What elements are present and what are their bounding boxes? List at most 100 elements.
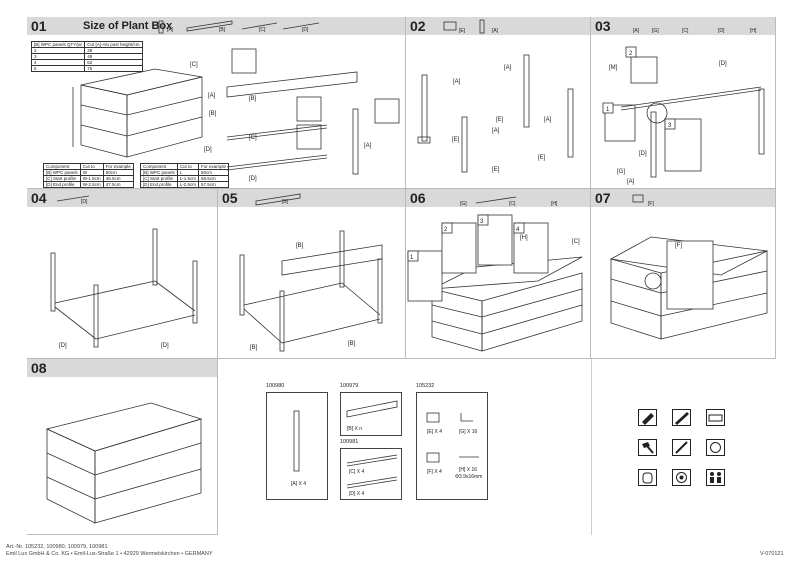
part-code: 100979 — [340, 383, 359, 389]
svg-text:[B]: [B] — [296, 243, 304, 249]
goggles-icon — [672, 469, 691, 486]
svg-text:[B]: [B] — [209, 111, 217, 117]
step-number: 04 — [31, 190, 47, 206]
step-number: 06 — [410, 190, 426, 206]
step-header — [218, 189, 405, 207]
svg-text:[A]: [A] — [453, 79, 461, 85]
step-header — [406, 189, 590, 207]
svg-text:[E]: [E] — [492, 167, 500, 173]
svg-text:[D]: [D] — [161, 343, 169, 349]
svg-text:[E]: [E] — [538, 155, 546, 161]
part-label: [A] — [633, 28, 640, 34]
step-06-panel: 06 [G] [C] [H] 1 2 3 4 [C] [H] — [406, 189, 591, 359]
svg-text:[A]: [A] — [627, 179, 635, 185]
parts-list: 100980 [A] X 4 100979 [B] X n 100981 [C]… — [218, 359, 588, 535]
part-label: [A] — [167, 27, 174, 33]
step-number: 08 — [31, 360, 47, 376]
footer-address: Emil Lux GmbH & Co. KG • Emil-Lux-Straße… — [6, 551, 213, 557]
step-02-panel: 02 [E] [A] [A] [A] [A] [A] [E] [E] [E] [… — [406, 17, 591, 189]
svg-text:[B]: [B] — [250, 345, 258, 351]
step-05-drawing: [B] [B] [B] — [239, 193, 383, 352]
step-header — [27, 359, 217, 377]
part-label: [C] — [259, 27, 266, 33]
part-code: 100981 — [340, 439, 359, 445]
post-part-box: [A] X 4 — [266, 392, 328, 500]
hardware-part-box: [E] X 4 [G] X 16 [F] X 4 [H] X 16 Φ3.9x1… — [416, 392, 488, 500]
step-01-drawing: [C] [A] [B] [D] [B] [C] [D] [A] — [72, 20, 400, 182]
svg-text:[D]: [D] — [639, 151, 647, 157]
svg-text:[A]: [A] — [364, 143, 372, 149]
step-header — [406, 17, 590, 35]
step-number: 02 — [410, 18, 426, 34]
step-05-panel: 05 [B] [B] [B] [B] — [218, 189, 406, 359]
svg-text:[A]: [A] — [504, 65, 512, 71]
gloves-icon — [638, 469, 657, 486]
part-code: 105232 — [416, 383, 435, 389]
svg-text:[D]: [D] — [249, 176, 257, 182]
svg-text:3: 3 — [668, 123, 672, 129]
part-label: [B] — [219, 27, 226, 33]
step-header — [27, 189, 217, 207]
step-07-panel: 07 [F] [F] — [591, 189, 776, 359]
svg-text:[H]: [H] — [520, 235, 528, 241]
svg-text:1: 1 — [606, 107, 610, 113]
svg-text:[M]: [M] — [609, 65, 618, 71]
part-label: [G] — [460, 201, 467, 207]
part-label: [A] — [492, 28, 499, 34]
svg-text:[G]: [G] — [617, 169, 625, 175]
part-label: [E] — [459, 28, 466, 34]
profile-part-box: [C] X 4 [D] X 4 — [340, 448, 402, 500]
step-01-panel: 01 Size of Plant Box [A] [B] [C] [D] — [27, 17, 406, 189]
step-header — [27, 17, 405, 35]
step-number: 03 — [595, 18, 611, 34]
part-label: [D] — [718, 28, 725, 34]
footer-article-numbers: Art.-Nr. 105232, 100980, 100979, 100981 — [6, 544, 108, 550]
svg-text:2: 2 — [629, 51, 633, 57]
svg-text:[C]: [C] — [249, 135, 257, 141]
part-label: [B] — [282, 199, 289, 205]
step-number: 05 — [222, 190, 238, 206]
step-number: 07 — [595, 190, 611, 206]
tools-panel — [591, 359, 776, 535]
part-code: 100980 — [266, 383, 285, 389]
svg-text:[D]: [D] — [59, 343, 67, 349]
svg-text:[F]: [F] — [675, 243, 682, 249]
svg-text:1: 1 — [410, 255, 414, 261]
svg-text:3: 3 — [480, 219, 484, 225]
footer-version: V-070121 — [760, 551, 784, 557]
measuring-icon — [706, 409, 725, 426]
step-08-panel: 08 — [27, 359, 218, 535]
two-persons-icon — [706, 469, 725, 486]
svg-text:[C]: [C] — [190, 62, 198, 68]
handsaw-icon — [672, 409, 691, 426]
step-03-panel: 03 [A] [G] [C] [D] [H] 2 1 3 [M] [D] [D]… — [591, 17, 776, 189]
step-04-panel: 04 [D] [D] [D] — [27, 189, 218, 359]
drill-bit-icon — [706, 439, 725, 456]
svg-text:2: 2 — [444, 227, 448, 233]
svg-text:[A]: [A] — [492, 128, 500, 134]
part-label: [D] — [302, 27, 309, 33]
part-label: [H] — [750, 28, 757, 34]
screwdriver-icon — [672, 439, 691, 456]
svg-text:[B]: [B] — [249, 96, 257, 102]
part-label: [C] — [682, 28, 689, 34]
part-label: [H] — [551, 201, 558, 207]
svg-text:[A]: [A] — [208, 93, 216, 99]
step-title: Size of Plant Box — [83, 20, 173, 32]
step-06-drawing: 1 2 3 4 [C] [H] — [407, 196, 583, 352]
saw-icon — [638, 409, 657, 426]
svg-text:[E]: [E] — [452, 137, 460, 143]
svg-text:4: 4 — [516, 227, 520, 233]
step-header — [591, 17, 775, 35]
step-header — [591, 189, 775, 207]
hammer-icon — [638, 439, 657, 456]
step-03-drawing: 2 1 3 [M] [D] [D] [G] [A] — [602, 46, 765, 185]
step-02-drawing: [A] [A] [A] [A] [E] [E] [E] [E] — [417, 19, 574, 173]
step-07-drawing: [F] — [609, 194, 769, 340]
part-label: [G] — [652, 28, 659, 34]
svg-text:[E]: [E] — [496, 117, 504, 123]
part-label: [C] — [509, 201, 516, 207]
